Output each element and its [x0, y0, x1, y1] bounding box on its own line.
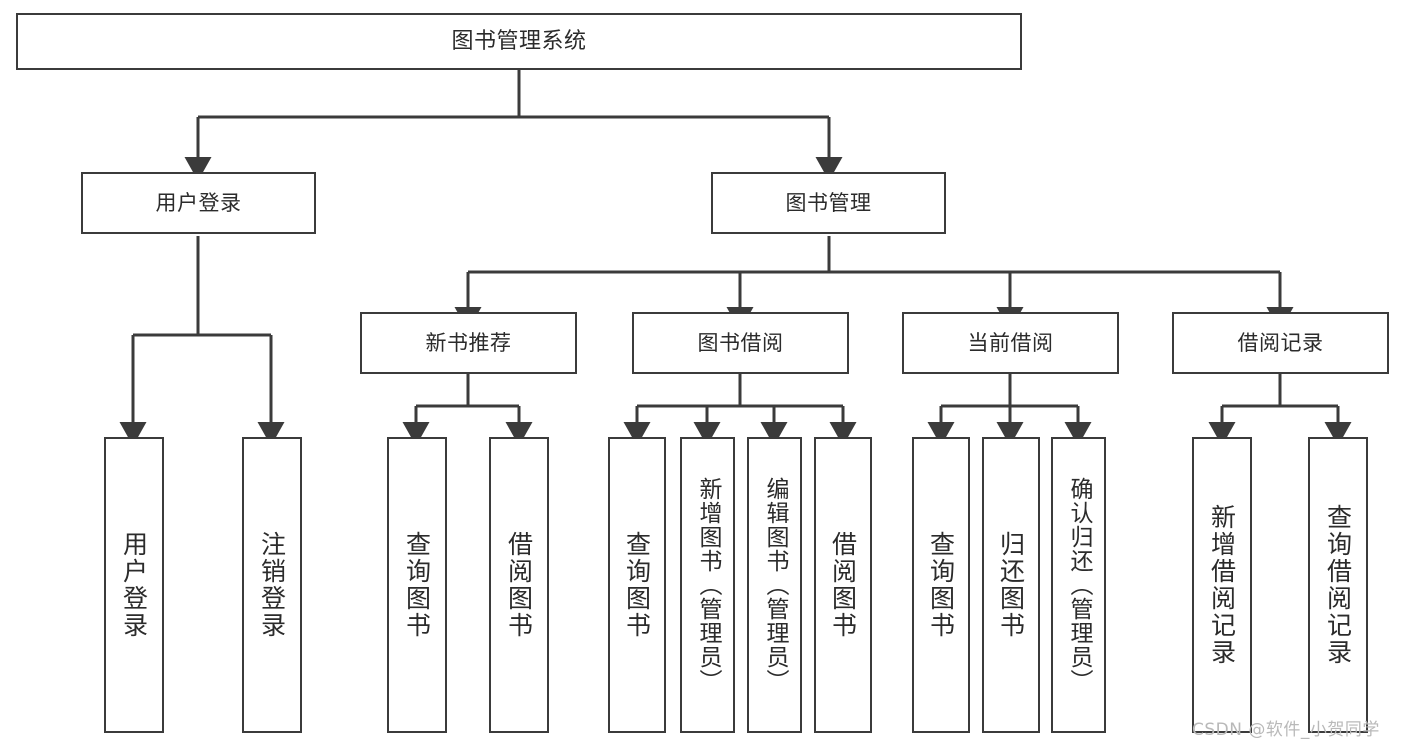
node-borrow-records[interactable]: 借阅记录: [1172, 312, 1389, 374]
node-label: 注销登录: [257, 531, 287, 639]
node-label: 借阅记录: [1237, 330, 1324, 355]
node-label: 用户登录: [155, 190, 242, 215]
node-book-management[interactable]: 图书管理: [711, 172, 946, 234]
node-user-login[interactable]: 用户登录: [81, 172, 316, 234]
node-root-system[interactable]: 图书管理系统: [16, 13, 1022, 70]
node-leaf-edit-book-admin[interactable]: 编辑图书（管理员）: [747, 437, 802, 733]
node-leaf-add-book-admin[interactable]: 新增图书（管理员）: [680, 437, 735, 733]
node-label: 新书推荐: [425, 330, 512, 355]
node-label: 查询借阅记录: [1323, 504, 1353, 666]
node-label: 借阅图书: [504, 531, 534, 639]
node-book-borrowing[interactable]: 图书借阅: [632, 312, 849, 374]
node-label: 新增借阅记录: [1207, 504, 1237, 666]
node-label: 借阅图书: [828, 531, 858, 639]
node-leaf-add-borrow-record[interactable]: 新增借阅记录: [1192, 437, 1252, 733]
node-label: 图书借阅: [697, 330, 784, 355]
node-label: 当前借阅: [967, 330, 1054, 355]
node-label: 查询图书: [926, 531, 956, 639]
node-leaf-logout[interactable]: 注销登录: [242, 437, 302, 733]
node-label: 用户登录: [119, 531, 149, 639]
node-label: 编辑图书（管理员）: [762, 477, 788, 693]
node-label: 查询图书: [402, 531, 432, 639]
node-new-book-recommendation[interactable]: 新书推荐: [360, 312, 577, 374]
node-label: 图书管理系统: [451, 28, 587, 54]
node-label: 图书管理: [785, 190, 872, 215]
node-current-borrowing[interactable]: 当前借阅: [902, 312, 1119, 374]
node-leaf-return-books[interactable]: 归还图书: [982, 437, 1040, 733]
node-leaf-query-borrow-record[interactable]: 查询借阅记录: [1308, 437, 1368, 733]
node-leaf-query-books-current[interactable]: 查询图书: [912, 437, 970, 733]
node-leaf-borrow-books-recommend[interactable]: 借阅图书: [489, 437, 549, 733]
node-label: 查询图书: [622, 531, 652, 639]
node-label: 归还图书: [996, 531, 1026, 639]
node-leaf-query-books-borrow[interactable]: 查询图书: [608, 437, 666, 733]
node-leaf-borrow-books[interactable]: 借阅图书: [814, 437, 872, 733]
csdn-watermark: CSDN @软件_小贺同学: [1192, 720, 1380, 740]
node-label: 确认归还（管理员）: [1066, 477, 1092, 693]
node-leaf-query-books-recommend[interactable]: 查询图书: [387, 437, 447, 733]
node-label: 新增图书（管理员）: [695, 477, 721, 693]
node-leaf-user-login[interactable]: 用户登录: [104, 437, 164, 733]
node-leaf-confirm-return-admin[interactable]: 确认归还（管理员）: [1051, 437, 1106, 733]
